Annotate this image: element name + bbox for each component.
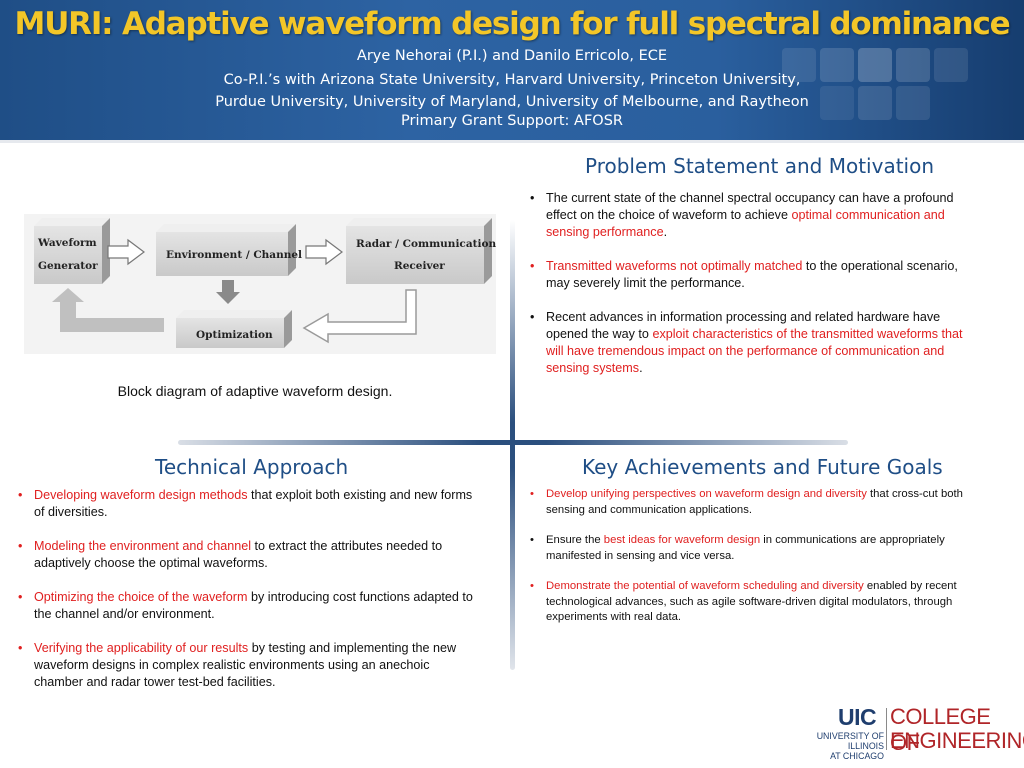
technical-bullet-2: Modeling the environment and channel to … xyxy=(14,538,476,572)
problem-bullets: The current state of the channel spectra… xyxy=(526,190,976,394)
copi-line-1: Co-P.I.’s with Arizona State University,… xyxy=(223,72,801,88)
block-diagram: Waveform Generator Environment / Channel… xyxy=(24,214,496,354)
arrow-environment-to-optimization xyxy=(216,280,240,304)
achievement-bullet-3: Demonstrate the potential of waveform sc… xyxy=(526,579,976,626)
waveform-generator-label-1: Waveform xyxy=(37,237,97,249)
logo-divider xyxy=(886,708,887,750)
technical-section-title: Technical Approach xyxy=(155,455,349,479)
receiver-label-1: Radar / Communication xyxy=(356,238,496,250)
investigators-line: Arye Nehorai (P.I.) and Danilo Erricolo,… xyxy=(356,48,668,64)
diagram-caption: Block diagram of adaptive waveform desig… xyxy=(117,383,393,399)
problem-section-title: Problem Statement and Motivation xyxy=(585,154,935,178)
optimization-box: Optimization xyxy=(176,310,292,348)
arrow-optimization-to-generator xyxy=(52,288,164,332)
grant-support-line: Primary Grant Support: AFOSR xyxy=(401,113,623,129)
receiver-box: Radar / Communication Receiver xyxy=(346,218,496,284)
college-of-text: COLLEGE OF xyxy=(890,704,991,755)
achievements-bullets: Develop unifying perspectives on wavefor… xyxy=(526,487,976,641)
waveform-generator-box: Waveform Generator xyxy=(34,218,110,284)
horizontal-divider xyxy=(178,440,848,445)
technical-bullet-1: Developing waveform design methods that … xyxy=(14,487,476,521)
technical-bullet-3: Optimizing the choice of the waveform by… xyxy=(14,589,476,623)
achievements-section-title: Key Achievements and Future Goals xyxy=(582,455,943,479)
page-title: MURI: Adaptive waveform design for full … xyxy=(14,6,1011,42)
uic-engineering-logo: UIC UNIVERSITY OF ILLINOIS AT CHICAGO CO… xyxy=(794,704,1024,761)
achievement-bullet-1: Develop unifying perspectives on wavefor… xyxy=(526,487,976,518)
technical-bullets: Developing waveform design methods that … xyxy=(14,487,476,708)
optimization-label: Optimization xyxy=(196,329,273,341)
engineering-text: ENGINEERING xyxy=(890,728,1024,753)
problem-bullet-2: Transmitted waveforms not optimally matc… xyxy=(526,258,976,292)
technical-bullet-4: Verifying the applicability of our resul… xyxy=(14,640,476,691)
environment-channel-label: Environment / Channel xyxy=(166,249,302,261)
arrow-environment-to-receiver xyxy=(305,238,343,266)
problem-bullet-3: Recent advances in information processin… xyxy=(526,309,976,377)
header-banner: MURI: Adaptive waveform design for full … xyxy=(0,0,1024,143)
arrow-receiver-to-optimization xyxy=(302,289,417,344)
achievement-bullet-2: Ensure the best ideas for waveform desig… xyxy=(526,533,976,564)
problem-bullet-1: The current state of the channel spectra… xyxy=(526,190,976,241)
university-name: UNIVERSITY OF ILLINOIS AT CHICAGO xyxy=(816,731,884,761)
arrow-generator-to-environment xyxy=(107,238,145,266)
copi-line-2: Purdue University, University of Marylan… xyxy=(215,94,809,110)
receiver-label-2: Receiver xyxy=(394,260,445,272)
vertical-divider xyxy=(510,220,515,670)
environment-channel-box: Environment / Channel xyxy=(156,224,302,276)
uic-wordmark: UIC xyxy=(838,704,877,730)
waveform-generator-label-2: Generator xyxy=(38,260,98,272)
